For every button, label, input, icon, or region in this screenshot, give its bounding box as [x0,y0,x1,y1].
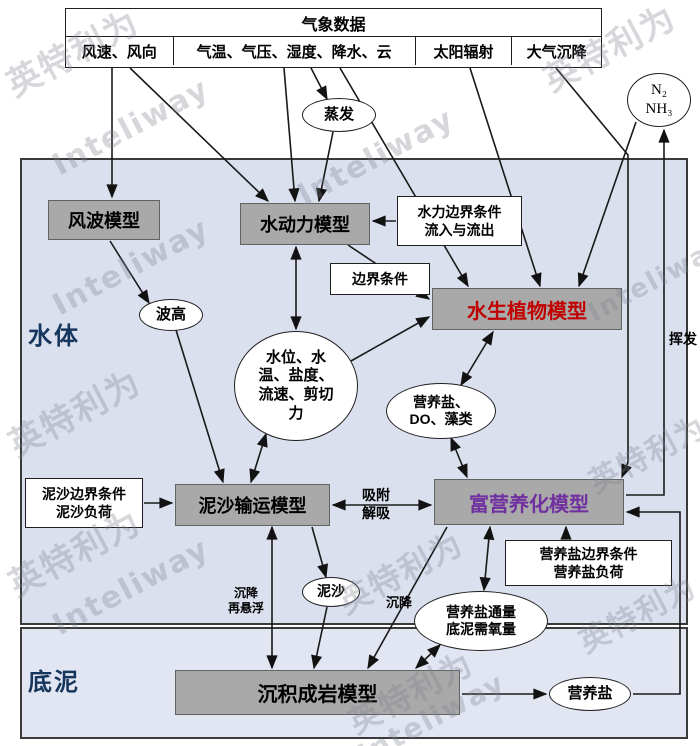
sediment-bed-label: 底泥 [28,669,80,696]
nutrient-flux-line2: 底泥需氧量 [446,621,516,637]
nutrient-boundary-line2: 营养盐负荷 [553,564,624,580]
porewater-nutrient-label: 营养盐 [567,684,613,702]
boundary-condition-label: 边界条件 [352,270,408,287]
hydraulic-boundary-line1: 水力边界条件 [417,203,502,220]
nutrient-flux-ellipse: 营养盐通量 底泥需氧量 [414,591,548,651]
wind-wave-model-label: 风波模型 [68,211,140,231]
water-body-label: 水体 [28,323,80,350]
aquatic-plant-model-label: 水生植物模型 [467,300,587,323]
wind-wave-model-node: 风波模型 [48,200,160,240]
n2-nh3-ellipse: N₂ NH₃ [627,73,691,127]
eutrophication-model-node: 富营养化模型 [434,479,624,525]
state-variables-label: 水位、水温、盐度、流速、剪切力 [258,348,334,422]
adsorption-desorption-label: 吸附 解吸 [352,487,400,522]
eutrophication-model-label: 富营养化模型 [469,493,589,516]
nutrient-boundary-box: 营养盐边界条件 营养盐负荷 [505,540,672,586]
nutrient-boundary-line1: 营养盐边界条件 [539,545,638,562]
nutrients-do-algae-label: 营养盐、DO、藻类 [409,393,473,428]
sediment-boundary-line1: 泥沙边界条件 [42,485,126,502]
adsorption-line2: 解吸 [362,504,390,521]
nh3-label: NH₃ [645,101,673,117]
weather-cell-temp-pressure: 气温、气压、湿度、降水、云 [172,37,415,65]
hydrodynamic-model-label: 水动力模型 [260,215,350,235]
volatilization-text: 挥发 [669,331,697,347]
weather-cell-solar-radiation: 太阳辐射 [414,37,512,65]
weather-data-group: 气象数据 风速、风向 气温、气压、湿度、降水、云 太阳辐射 大气沉降 [65,8,602,68]
nutrients-do-algae-ellipse: 营养盐、DO、藻类 [386,383,496,439]
sediment-transport-model-label: 泥沙输运模型 [198,496,307,516]
settling-resusp-line2: 再悬浮 [227,601,264,615]
settling-resuspension-label: 沉降 再悬浮 [222,586,270,616]
sediment-transport-model-node: 泥沙输运模型 [175,484,330,526]
sediment-boundary-box: 泥沙边界条件 泥沙负荷 [25,478,143,528]
volatilization-label: 挥发 [668,331,698,349]
wave-height-ellipse: 波高 [139,299,203,331]
sediment-boundary-line2: 泥沙负荷 [56,504,112,520]
n2-label: N₂ [650,82,668,99]
hydrodynamic-model-node: 水动力模型 [240,203,370,245]
aquatic-plant-model-node: 水生植物模型 [432,288,622,330]
hydraulic-boundary-line2: 流入与流出 [424,222,495,238]
weather-cell-wind: 风速、风向 [81,43,157,61]
settling-resusp-line1: 沉降 [233,586,258,600]
evaporation-ellipse: 蒸发 [302,98,376,132]
state-variables-ellipse: 水位、水温、盐度、流速、剪切力 [234,331,358,441]
weather-data-title: 气象数据 [66,9,601,37]
evaporation-label: 蒸发 [323,105,354,123]
boundary-condition-box: 边界条件 [330,263,430,295]
suspended-sediment-label: 泥沙 [317,583,345,600]
nutrient-flux-line1: 营养盐通量 [446,603,516,620]
porewater-nutrient-ellipse: 营养盐 [549,677,631,711]
wave-height-label: 波高 [155,305,186,323]
adsorption-line1: 吸附 [362,487,390,503]
settling-text: 沉降 [385,595,412,610]
diagenesis-model-label: 沉积成岩模型 [257,684,378,706]
hydraulic-boundary-box: 水力边界条件 流入与流出 [397,196,522,246]
diagenesis-model-node: 沉积成岩模型 [175,670,460,715]
weather-cell-atmos-deposition: 大气沉降 [511,37,601,65]
settling-label: 沉降 [383,595,415,611]
suspended-sediment-ellipse: 泥沙 [302,577,360,607]
